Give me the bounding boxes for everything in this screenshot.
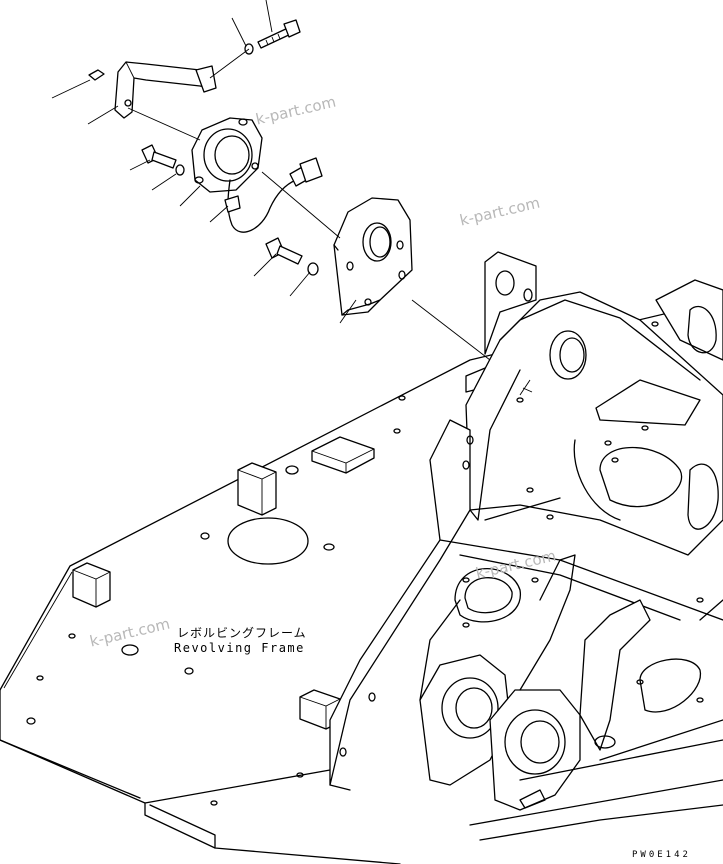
boom-mount-structure [465, 279, 723, 556]
stopper-block-center [311, 436, 375, 474]
stopper-block-far-left [72, 562, 111, 608]
l-bracket [114, 61, 217, 119]
revolving-frame-label-jp: レボルビングフレーム [177, 626, 307, 640]
left-side-plate [329, 419, 474, 791]
bolt-left [141, 144, 177, 169]
assembly-centerlines [127, 48, 491, 361]
mounting-plate [333, 197, 413, 316]
leader-lines [51, 0, 357, 324]
long-bolt [257, 19, 301, 49]
lower-boom-foot-structure [419, 539, 723, 841]
sensor-assembly [191, 117, 323, 233]
pin [88, 69, 105, 81]
bolt-lower [265, 237, 303, 265]
washer-lower [307, 262, 319, 276]
revolving-frame-label-en: Revolving Frame [174, 641, 305, 655]
drawing-code: PW0E142 [632, 850, 691, 860]
stopper-block-left [237, 462, 277, 516]
washer-left [175, 164, 185, 176]
